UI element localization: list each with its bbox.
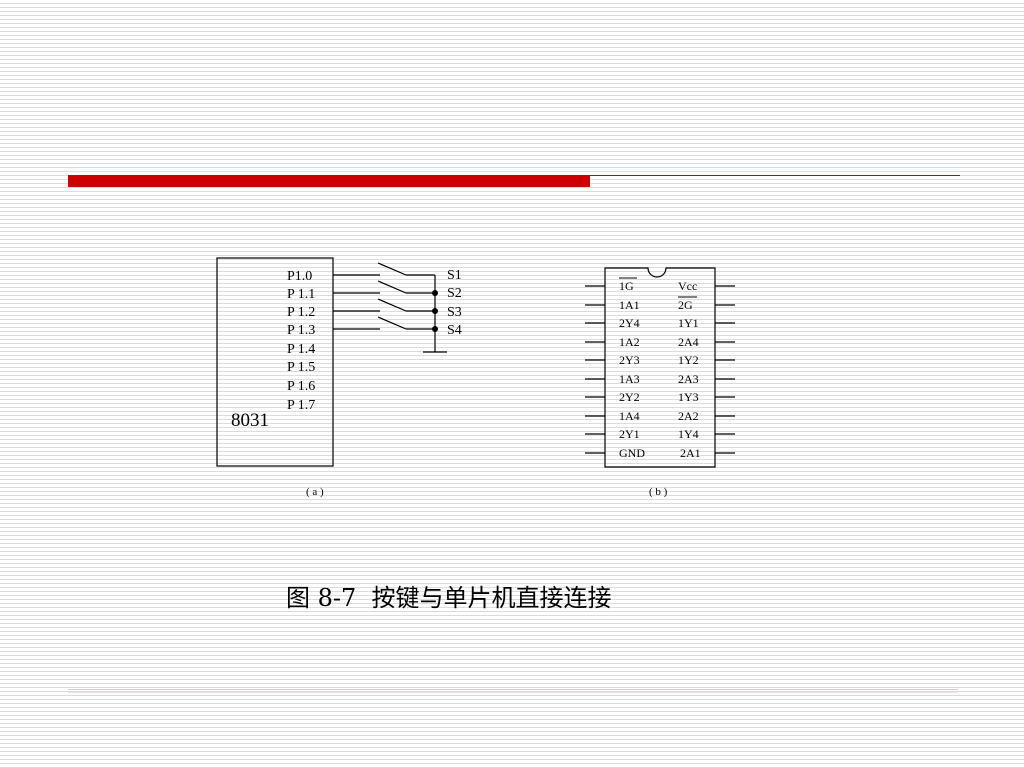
ic-left-pin-9: 2Y1 (619, 427, 640, 441)
figure-caption: 图 8-7 按键与单片机直接连接 (286, 584, 612, 612)
panel-b: 1G 1A1 2Y4 1A2 2Y3 1A3 2Y2 1A4 2Y1 GND V… (585, 267, 735, 498)
ic-right-pin-15: 2A3 (678, 372, 699, 386)
ic-right-pin-18: 1Y1 (678, 316, 699, 330)
ic-left-pin-4: 1A2 (619, 335, 640, 349)
ic-right-pin-19: 2G (678, 298, 693, 312)
footer-divider (68, 689, 958, 690)
junction-dot (432, 308, 438, 314)
junction-dot (432, 326, 438, 332)
ic-pin-stubs (585, 285, 735, 454)
ic-right-pin-12: 1Y4 (678, 427, 699, 441)
ic-left-pin-6: 1A3 (619, 372, 640, 386)
footer-divider (68, 692, 958, 693)
chip-8031-body (216, 257, 334, 467)
panel-a: 8031 P1.0 P 1.1 P 1.2 P 1.3 P 1.4 P 1.5 … (216, 257, 462, 498)
pin-label-p11: P 1.1 (287, 287, 315, 302)
ic-right-pin-13: 2A2 (678, 409, 699, 423)
ic-left-pin-5: 2Y3 (619, 353, 640, 367)
header-accent-bar (68, 175, 590, 187)
junction-dot (432, 290, 438, 296)
switch-label-s4: S4 (447, 323, 462, 338)
ic-right-pin-16: 1Y2 (678, 353, 699, 367)
ic-left-pin-8: 1A4 (619, 409, 640, 423)
ic-left-pin-10: GND (619, 446, 645, 460)
panel-b-sublabel: ( b ) (649, 486, 668, 498)
header-accent-line (590, 175, 960, 176)
pin-label-p14: P 1.4 (287, 342, 315, 357)
pin-label-p12: P 1.2 (287, 305, 315, 320)
ic-74ls244-body (604, 267, 716, 468)
ic-right-pin-20: Vcc (678, 279, 697, 293)
chip-label: 8031 (231, 410, 269, 431)
panel-a-sublabel: ( a ) (306, 486, 324, 498)
pin-label-p15: P 1.5 (287, 360, 315, 375)
ic-left-pin-1: 1G (619, 279, 634, 293)
ic-right-pin-14: 1Y3 (678, 390, 699, 404)
ic-left-pin-3: 2Y4 (619, 316, 640, 330)
ic-left-pin-2: 1A1 (619, 298, 640, 312)
switch-label-s1: S1 (447, 268, 462, 283)
switch-label-s2: S2 (447, 286, 462, 301)
pin-label-p13: P 1.3 (287, 323, 315, 338)
pin-label-p16: P 1.6 (287, 379, 315, 394)
ic-right-pin-17: 2A4 (678, 335, 699, 349)
pin-label-p17: P 1.7 (287, 398, 315, 413)
pin-wires (333, 262, 447, 353)
ic-right-pin-11: 2A1 (680, 446, 701, 460)
ic-left-pin-7: 2Y2 (619, 390, 640, 404)
pin-label-p10: P1.0 (287, 269, 312, 284)
switch-label-s3: S3 (447, 305, 462, 320)
